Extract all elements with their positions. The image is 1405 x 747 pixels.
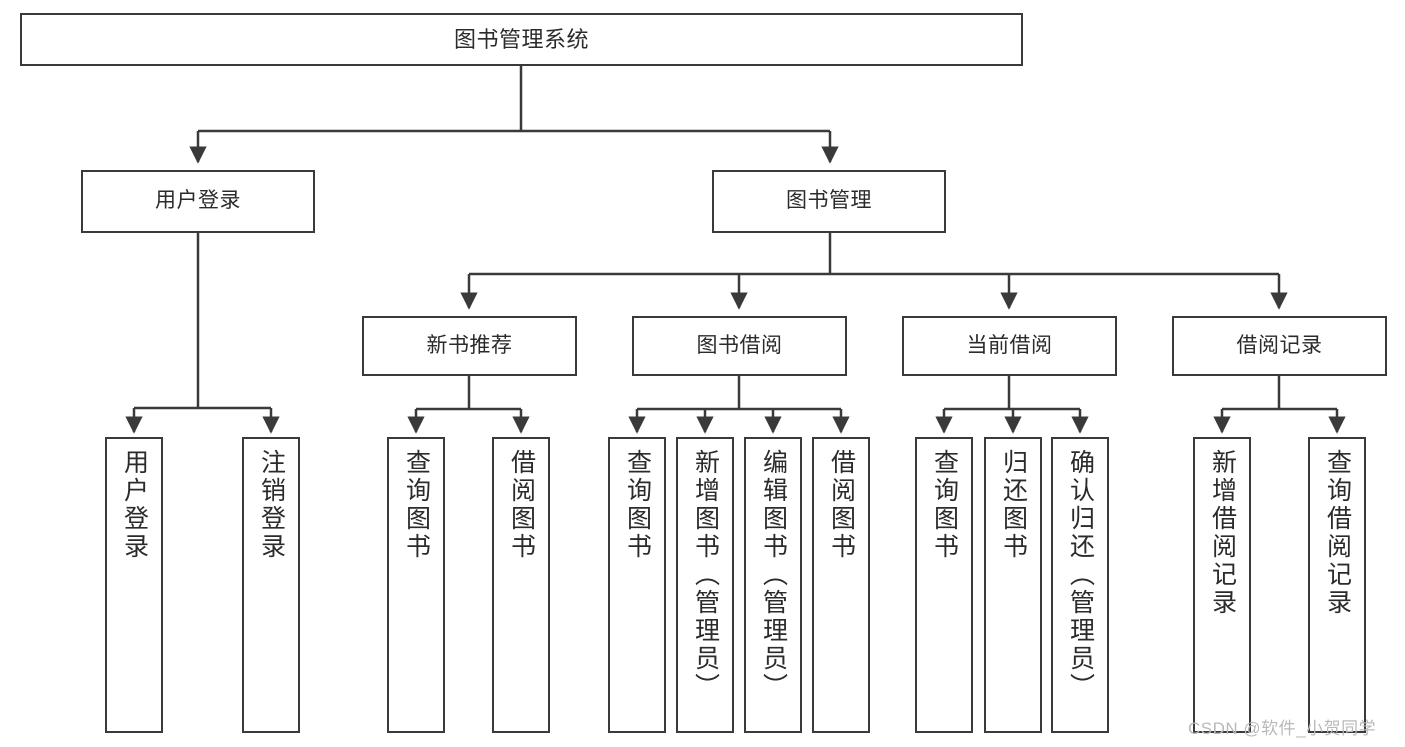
node-leaf-return-book[interactable]: 归还图书	[984, 437, 1042, 733]
node-leaf-logout-label: 注销登录	[257, 449, 286, 561]
node-user-login-label: 用户登录	[155, 189, 241, 213]
node-borrow-record-label: 借阅记录	[1236, 333, 1323, 357]
node-user-login[interactable]: 用户登录	[81, 170, 315, 233]
node-leaf-logout[interactable]: 注销登录	[242, 437, 300, 733]
node-leaf-borrow-book[interactable]: 借阅图书	[812, 437, 870, 733]
node-book-borrow-label: 图书借阅	[696, 333, 783, 357]
node-leaf-add-book-admin-label: 新增图书（管理员）	[691, 449, 720, 701]
node-leaf-user-login-label: 用户登录	[120, 449, 149, 561]
node-leaf-borrow-book-recommend[interactable]: 借阅图书	[492, 437, 550, 733]
node-leaf-add-book-admin[interactable]: 新增图书（管理员）	[676, 437, 734, 733]
node-leaf-edit-book-admin[interactable]: 编辑图书（管理员）	[744, 437, 802, 733]
node-leaf-query-book-recommend-label: 查询图书	[402, 449, 431, 561]
node-leaf-confirm-return-admin-label: 确认归还（管理员）	[1066, 449, 1095, 701]
node-leaf-user-login[interactable]: 用户登录	[105, 437, 163, 733]
node-leaf-query-borrow-record-label: 查询借阅记录	[1323, 449, 1352, 617]
node-leaf-query-book-current-label: 查询图书	[930, 449, 959, 561]
node-leaf-query-borrow-record[interactable]: 查询借阅记录	[1308, 437, 1366, 733]
node-leaf-borrow-book-recommend-label: 借阅图书	[507, 449, 536, 561]
watermark-text: CSDN @软件_小贺同学	[1188, 719, 1377, 738]
node-leaf-add-borrow-record[interactable]: 新增借阅记录	[1193, 437, 1251, 733]
node-root-label: 图书管理系统	[453, 26, 589, 52]
node-leaf-query-book-borrow-label: 查询图书	[623, 449, 652, 561]
node-book-borrow[interactable]: 图书借阅	[632, 316, 847, 376]
node-leaf-edit-book-admin-label: 编辑图书（管理员）	[759, 449, 788, 701]
node-borrow-record[interactable]: 借阅记录	[1172, 316, 1387, 376]
node-book-management[interactable]: 图书管理	[712, 170, 946, 233]
node-leaf-return-book-label: 归还图书	[999, 449, 1028, 561]
node-current-borrow-label: 当前借阅	[966, 333, 1053, 357]
node-book-management-label: 图书管理	[786, 189, 872, 213]
node-leaf-query-book-borrow[interactable]: 查询图书	[608, 437, 666, 733]
node-leaf-add-borrow-record-label: 新增借阅记录	[1208, 449, 1237, 617]
node-current-borrow[interactable]: 当前借阅	[902, 316, 1117, 376]
node-root[interactable]: 图书管理系统	[20, 13, 1023, 66]
node-leaf-borrow-book-label: 借阅图书	[827, 449, 856, 561]
node-leaf-confirm-return-admin[interactable]: 确认归还（管理员）	[1051, 437, 1109, 733]
node-leaf-query-book-recommend[interactable]: 查询图书	[387, 437, 445, 733]
node-new-book-recommend[interactable]: 新书推荐	[362, 316, 577, 376]
node-new-book-recommend-label: 新书推荐	[426, 333, 513, 357]
node-leaf-query-book-current[interactable]: 查询图书	[915, 437, 973, 733]
